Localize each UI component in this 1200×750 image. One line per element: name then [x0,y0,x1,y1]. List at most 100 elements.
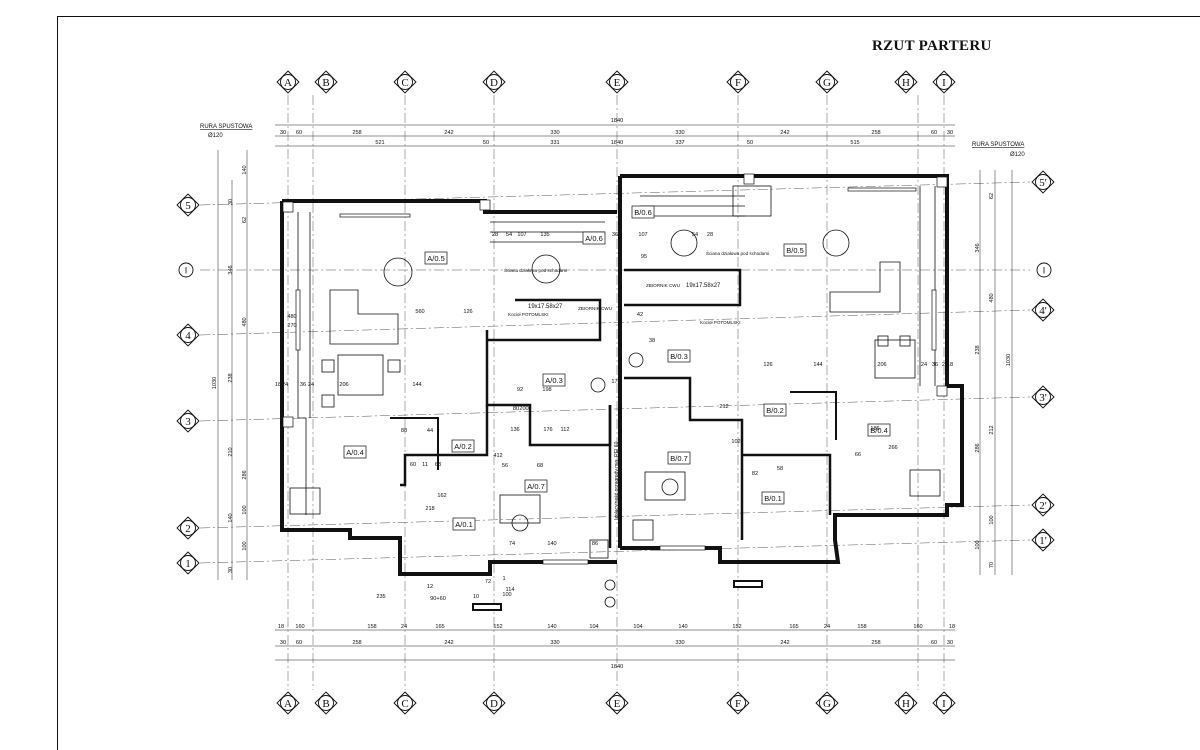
dimension-text: 62 [242,217,248,223]
grid-bubble-top-d-label: D [490,77,498,89]
fire-wall-note: Izolacyjność przegrody min. REI 60 [614,441,620,520]
svg-text:A/0.7: A/0.7 [527,482,545,491]
grid-bubble-top-a-label: A [284,77,292,89]
grid-bubble-top-f: F [726,70,750,94]
dimension-text: 1840 [611,140,623,146]
grid-bubble-bottom-c: C [393,691,417,715]
dimension-text: 176 [611,379,620,385]
dimension-text: 165 [435,624,444,630]
dimension-text: 112 [561,427,570,433]
dimension-text: 412 [493,453,502,459]
dimension-text: 104 [633,624,642,630]
svg-text:B/0.4: B/0.4 [870,426,888,435]
grid-bubble-bottom-e: E [605,691,629,715]
room-label-b-0-7: B/0.7 [667,451,691,465]
dimension-text: 242 [780,130,789,136]
dimension-text: 242 [780,640,789,646]
dimension-text: 200 [519,406,528,412]
furniture [289,185,941,608]
dimension-text: 30 [228,199,234,205]
dimension-text: 140 [547,624,556,630]
dimension-text: 1840 [611,664,623,670]
dimension-text: 50 [747,140,753,146]
dimension-text: 18 [949,624,955,630]
dimension-text: 330 [550,640,559,646]
grid-bubble-bottom-i: I [932,691,956,715]
dimension-text: 80 [513,406,519,412]
grid-bubble-top-h: H [894,70,918,94]
dimension-text: 50 [483,140,489,146]
room-label-b-0-4: B/0.4 [867,423,891,437]
dimension-text: 54 [506,232,512,238]
dimension-text: 165 [789,624,798,630]
grid-bubble-bottom-e-label: E [614,698,621,710]
grid-bubble-bottom-b-label: B [322,698,329,710]
dimension-text: 90+60 [430,596,446,602]
dimension-text: 30 [280,130,286,136]
dimension-text: 210 [228,447,234,456]
dimension-text: 100 [502,592,511,598]
section-marker-right: I [1036,262,1052,278]
svg-text:B/0.5: B/0.5 [786,246,804,255]
grid-bubble-left-4: 4 [176,323,200,347]
grid-bubble-top-e: E [605,70,629,94]
svg-text:B/0.7: B/0.7 [670,454,688,463]
grid-bubble-left-2-label: 2 [185,523,191,535]
dimension-text: 126 [763,362,772,368]
section-marker-left-label: I [185,266,188,276]
grid-bubble-bottom-c-label: C [401,698,408,710]
dimension-text: 140 [228,513,234,522]
dimension-text: 38 [649,338,655,344]
dimension-text: 30 [280,640,286,646]
dimension-text: 270 [287,323,296,329]
grid-bubble-right-4-label: 1' [1039,535,1047,547]
dimension-text: 58 [777,466,783,472]
dimension-text: 100 [242,505,248,514]
grid-bubble-right-2-label: 3' [1039,392,1047,404]
room-label-b-0-1: B/0.1 [761,491,785,505]
grid-bubble-left-5: 5 [176,193,200,217]
dimension-text: 102 [731,439,740,445]
dimension-text: 24 [308,382,314,388]
dimension-text: 286 [242,470,248,479]
grid-bubble-bottom-h: H [894,691,918,715]
room-label-a-0-5: A/0.5 [424,251,448,265]
room-label-b-0-5: B/0.5 [783,243,807,257]
dimension-text: 337 [675,140,684,146]
dimension-text: 100 [242,541,248,550]
dimension-text: 107 [517,232,526,238]
grid-bubble-top-c: C [393,70,417,94]
dimension-text: 162 [437,493,446,499]
dimension-text: 160 [913,624,922,630]
dimension-text: 480 [242,317,248,326]
dimension-text: 242 [444,130,453,136]
dimension-text: 100 [975,540,981,549]
dimension-text: 286 [975,443,981,452]
stairs-left-note: 19x17.58x27 [528,304,563,310]
dimension-text: 44 [427,428,433,434]
svg-text:A/0.6: A/0.6 [585,234,603,243]
drawing-title: RZUT PARTERU [872,38,992,54]
grid-bubble-top-b-label: B [322,77,329,89]
section-marker-left: I [178,262,194,278]
dimension-text: 135 [540,232,549,238]
dimension-text: 30 [228,567,234,573]
dimension-text: 140 [678,624,687,630]
room-label-b-0-6: B/0.6 [631,205,655,219]
dimension-text: 346 [228,265,234,274]
dimension-text: 330 [550,130,559,136]
grid-bubble-bottom-d: D [482,691,506,715]
dimension-text: 88 [401,428,407,434]
grid-bubble-left-4-label: 4 [185,330,191,342]
dimension-text: 18 [278,624,284,630]
svg-text:B/0.1: B/0.1 [764,494,782,503]
room-label-a-0-2: A/0.2 [451,439,475,453]
dimension-text: 56 [502,463,508,469]
grid-bubble-top-i: I [932,70,956,94]
dimension-text: 346 [975,243,981,252]
dimension-text: 24 [942,362,948,368]
svg-text:B/0.3: B/0.3 [670,352,688,361]
dimension-text: 60 [931,640,937,646]
dimension-text: 176 [543,427,552,433]
dimension-text: 560 [415,309,424,315]
